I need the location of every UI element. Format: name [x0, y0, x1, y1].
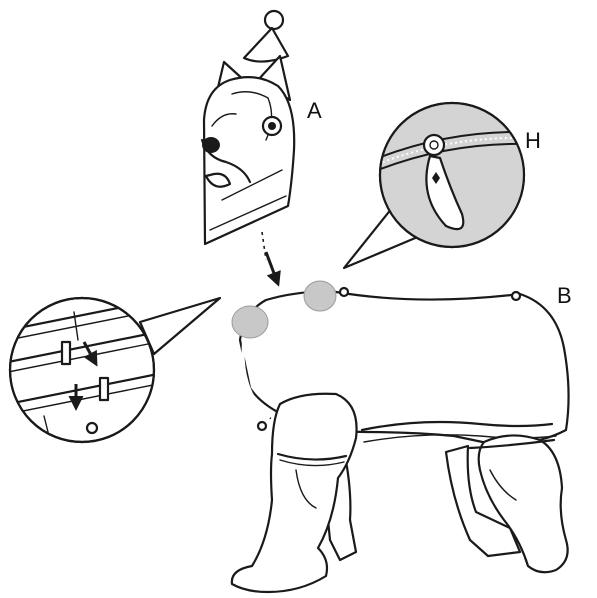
label-body-suit: B [557, 285, 572, 307]
detail-bubble-seam [8, 298, 220, 442]
detail-pointer-left [140, 298, 220, 354]
detail-bubble-ring [344, 103, 528, 268]
highlight-left [232, 306, 268, 338]
highlight-right [304, 281, 336, 311]
attach-arrow [266, 252, 278, 284]
head-mask [202, 11, 294, 260]
label-detail-ring: H [525, 130, 541, 152]
body-suit [232, 281, 569, 592]
head-outline [204, 77, 294, 244]
head-nose [202, 137, 220, 153]
hat-pompom [265, 11, 283, 29]
hat-cone [244, 28, 288, 62]
label-head-mask: A [307, 100, 322, 122]
